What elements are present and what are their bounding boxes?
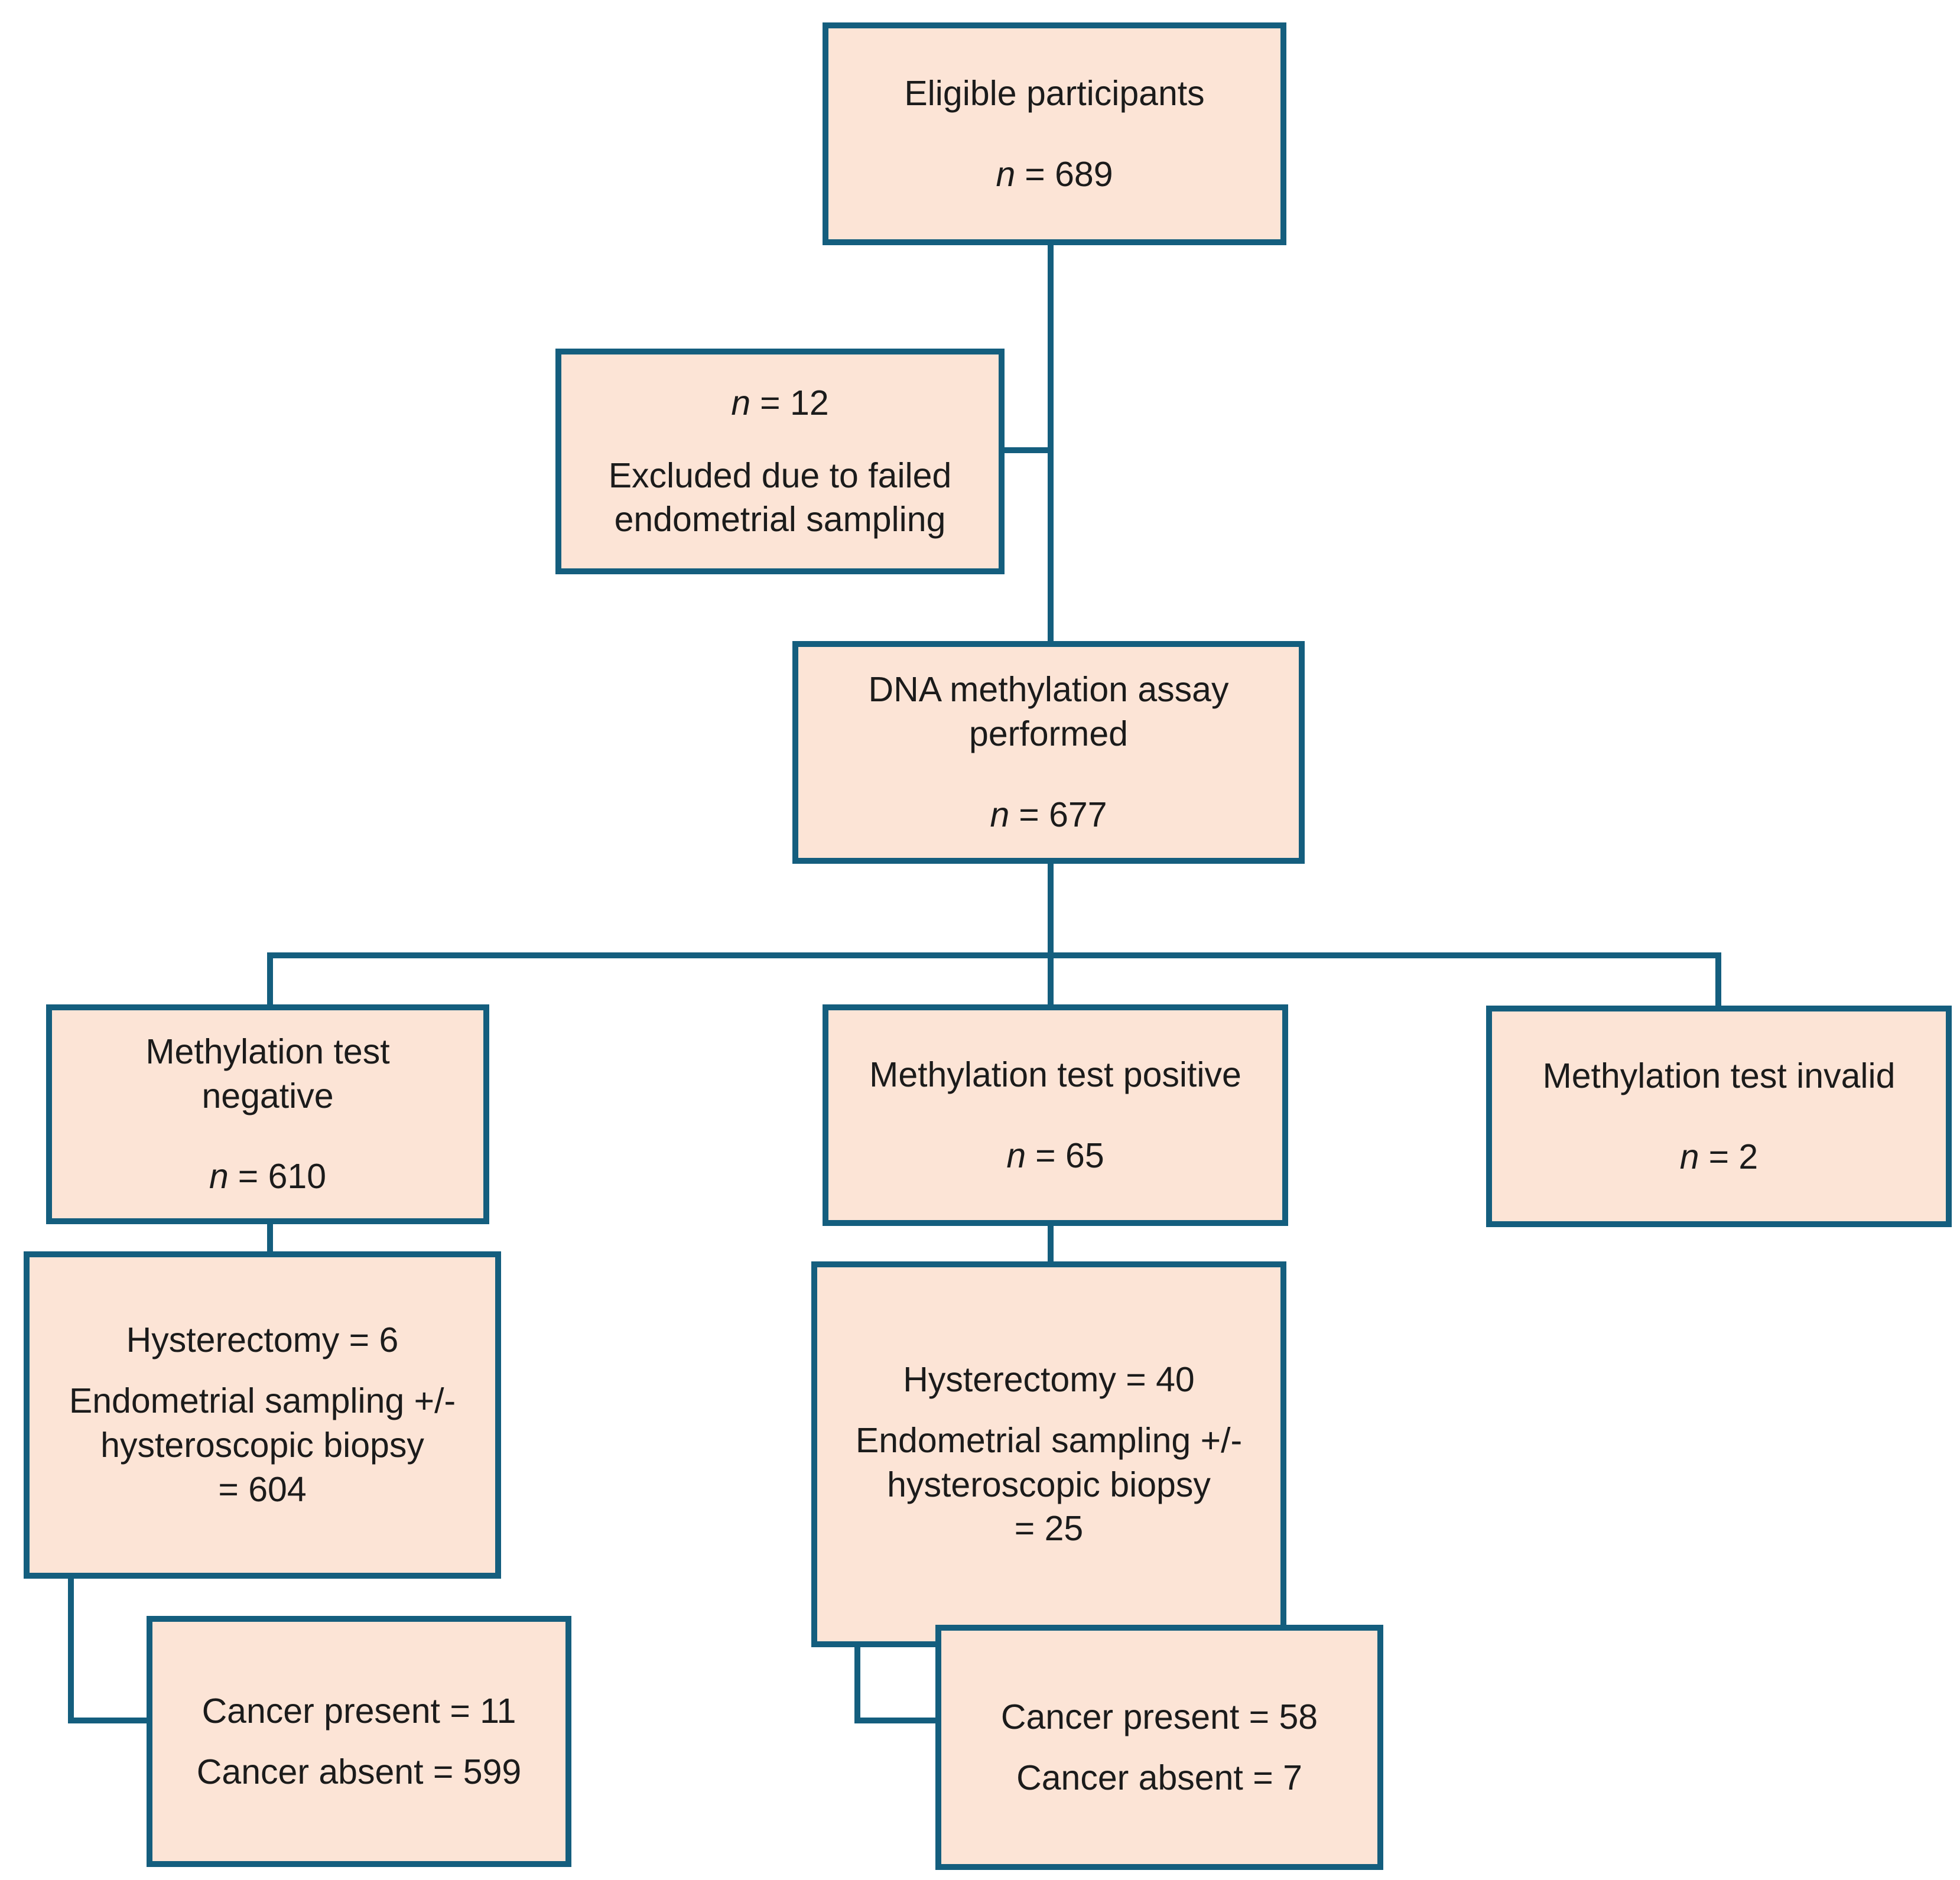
- box-followup-positive: Hysterectomy = 40 Endometrial sampling +…: [811, 1261, 1286, 1647]
- n-symbol: n: [1679, 1137, 1699, 1176]
- eligible-title: Eligible participants: [904, 73, 1205, 113]
- test-positive-title: Methylation test positive: [869, 1055, 1241, 1094]
- connector-drop-negative: [267, 952, 273, 1009]
- n-symbol: n: [1006, 1136, 1026, 1175]
- connector-followup-positive-elbow-horizontal: [854, 1718, 940, 1723]
- connector-followup-positive-elbow-vertical: [854, 1647, 860, 1723]
- box-methylation-test-positive: Methylation test positive n= 65: [823, 1004, 1288, 1226]
- n-number: = 12: [760, 383, 829, 422]
- box-eligible-participants: Eligible participants n= 689: [823, 22, 1286, 245]
- connector-eligible-to-assay: [1048, 242, 1054, 645]
- connector-positive-to-followup: [1048, 1222, 1054, 1266]
- box-methylation-test-negative: Methylation test negative n= 610: [46, 1004, 489, 1224]
- test-negative-count: n= 610: [209, 1154, 326, 1199]
- connector-followup-negative-elbow-vertical: [68, 1575, 74, 1723]
- eligible-count: n= 689: [996, 152, 1113, 197]
- box-dna-methylation-assay: DNA methylation assay performed n= 677: [792, 641, 1305, 864]
- n-number: = 610: [238, 1157, 327, 1196]
- assay-title: DNA methylation assay performed: [868, 670, 1229, 754]
- connector-excluded-stub: [1000, 447, 1054, 453]
- outcome-positive-cancer-absent: Cancer absent = 7: [1016, 1758, 1302, 1797]
- outcome-positive-cancer-present: Cancer present = 58: [1000, 1697, 1318, 1736]
- box-outcome-positive: Cancer present = 58 Cancer absent = 7: [935, 1625, 1383, 1870]
- n-symbol: n: [996, 154, 1016, 194]
- connector-negative-to-followup: [267, 1220, 273, 1255]
- excluded-count: n= 12: [731, 381, 828, 425]
- followup-negative-sampling: Endometrial sampling +/- hysteroscopic b…: [69, 1381, 456, 1509]
- box-outcome-negative: Cancer present = 11 Cancer absent = 599: [147, 1616, 571, 1867]
- followup-positive-hysterectomy: Hysterectomy = 40: [903, 1359, 1195, 1399]
- outcome-negative-cancer-present: Cancer present = 11: [201, 1691, 516, 1731]
- n-number: = 677: [1019, 795, 1107, 834]
- n-number: = 65: [1035, 1136, 1104, 1175]
- connector-drop-invalid: [1715, 952, 1721, 1010]
- followup-positive-sampling: Endometrial sampling +/- hysteroscopic b…: [855, 1420, 1243, 1549]
- connector-followup-negative-elbow-horizontal: [68, 1718, 151, 1723]
- assay-count: n= 677: [990, 793, 1107, 837]
- test-invalid-title: Methylation test invalid: [1542, 1056, 1896, 1095]
- connector-assay-down: [1048, 860, 1054, 958]
- n-symbol: n: [990, 795, 1010, 834]
- test-invalid-count: n= 2: [1680, 1135, 1759, 1179]
- n-number: = 689: [1025, 154, 1113, 194]
- n-symbol: n: [209, 1157, 229, 1196]
- box-methylation-test-invalid: Methylation test invalid n= 2: [1486, 1006, 1952, 1227]
- outcome-negative-cancer-absent: Cancer absent = 599: [196, 1752, 522, 1791]
- n-symbol: n: [731, 383, 751, 422]
- excluded-description: Excluded due to failed endometrial sampl…: [608, 456, 952, 539]
- n-number: = 2: [1708, 1137, 1759, 1176]
- test-negative-title: Methylation test negative: [145, 1032, 390, 1115]
- box-excluded: n= 12 Excluded due to failed endometrial…: [555, 349, 1005, 574]
- followup-negative-hysterectomy: Hysterectomy = 6: [126, 1320, 399, 1360]
- test-positive-count: n= 65: [1006, 1134, 1104, 1178]
- box-followup-negative: Hysterectomy = 6 Endometrial sampling +/…: [24, 1251, 501, 1579]
- connector-distribution-bar: [267, 952, 1721, 958]
- connector-drop-positive: [1048, 952, 1054, 1009]
